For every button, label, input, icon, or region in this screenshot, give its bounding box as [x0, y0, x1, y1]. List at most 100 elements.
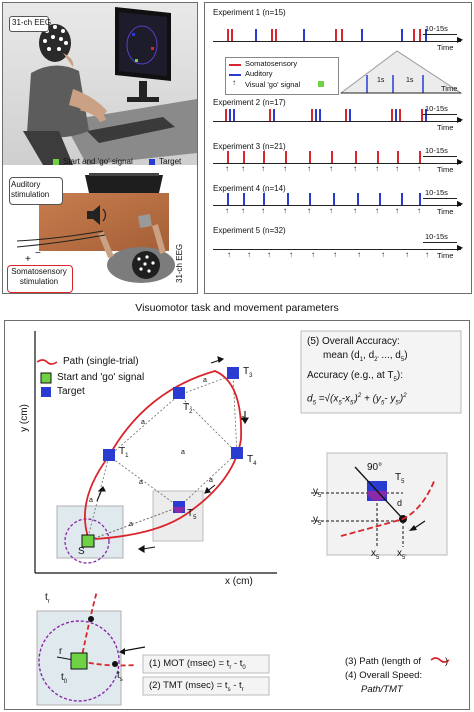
x5-prime-label: x5' — [397, 548, 407, 562]
one-second-label-2: 1s — [406, 77, 414, 84]
auditory-stimulus-mark — [315, 109, 317, 121]
eeg-callout — [9, 16, 49, 32]
target-1-label: T1 — [119, 446, 129, 460]
zoom-inset — [339, 50, 463, 94]
timeline-axis — [213, 121, 461, 122]
accuracy-mean: mean (d1, d2' ..., d5) — [323, 350, 408, 364]
somatosensory-stimulus-mark — [391, 109, 393, 121]
go-signal-arrow-icon: ↑ — [375, 164, 379, 173]
distance-label: d — [397, 498, 403, 508]
keyboard — [87, 117, 175, 143]
go-signal-arrow-icon: ↑ — [261, 206, 265, 215]
go-signal-arrow-icon: ↑ — [283, 164, 287, 173]
accuracy-formula: d5 =√(x5-x5')2 + (y5- y5')2 — [307, 393, 407, 407]
experiment-label: Experiment 3 (n=21) — [213, 142, 286, 151]
speaker-icon — [87, 205, 107, 225]
a-label-2: a — [141, 419, 145, 426]
auditory-stimulus-mark — [229, 109, 231, 121]
go-signal-arrow-icon: ↑ — [283, 206, 287, 215]
go-signal-arrow-icon: ↑ — [375, 206, 379, 215]
a-label-7: a — [181, 449, 185, 456]
target-4-label: T4 — [247, 454, 257, 468]
auditory-callout — [9, 177, 63, 205]
somatosensory-stimulus-mark — [269, 109, 271, 121]
somatosensory-stimulation-label: Somatosensory stimulation — [11, 267, 67, 286]
tr-label: tr — [45, 592, 50, 606]
inset-time-label: Time — [441, 84, 458, 93]
somatosensory-stimulus-mark — [335, 29, 337, 41]
interval-bracket — [423, 156, 457, 157]
auditory-stimulus-mark — [273, 109, 275, 121]
auditory-stimulus-mark — [243, 193, 245, 205]
somatosensory-stimulus-mark — [227, 29, 229, 41]
go-signal-arrow-icon: ↑ — [333, 250, 337, 259]
go-signal-arrow-icon: ↑ — [395, 164, 399, 173]
stimulus-legend — [225, 57, 339, 95]
somatosensory-stimulus-mark — [311, 109, 313, 121]
somatosensory-stimulus-mark — [231, 29, 233, 41]
auditory-stimulus-mark — [361, 29, 363, 41]
arrow-icon: ↑ — [232, 78, 236, 87]
auditory-stimulus-mark — [309, 193, 311, 205]
somatosensory-stimulus-mark — [263, 151, 265, 163]
accuracy-example: Accuracy (e.g., at T5): — [307, 370, 403, 384]
go-signal-arrow-icon: ↑ — [225, 206, 229, 215]
timeline-axis — [213, 163, 461, 164]
start-legend-label: Start and 'go' signal — [57, 372, 145, 383]
speed-title: (4) Overall Speed: — [345, 670, 423, 681]
setup-panel: 31-ch EEG Start and 'go' signal Target A… — [2, 2, 198, 294]
eeg-label: 31-ch EEG — [12, 18, 52, 27]
interval-label: 10-15s — [425, 24, 448, 33]
somatosensory-stimulus-mark — [419, 151, 421, 163]
x5-label: x5 — [371, 548, 380, 562]
desk-top-view — [39, 193, 169, 251]
target-legend-label: Target — [57, 386, 85, 397]
a-label-8: a — [129, 521, 133, 528]
speed-formula: Path/TMT — [361, 684, 403, 695]
go-legend-square — [318, 81, 324, 87]
somatosensory-stimulus-mark — [355, 151, 357, 163]
timeline-axis — [213, 41, 461, 42]
target-5-label: T5 — [187, 508, 197, 522]
interval-bracket — [423, 114, 457, 115]
target-3-label: T3 — [243, 366, 253, 380]
minus-sign: − — [35, 248, 41, 259]
go-signal-arrow-icon: ↑ — [353, 164, 357, 173]
somatosensory-stimulus-mark — [309, 151, 311, 163]
go-signal-arrow-icon: ↑ — [395, 206, 399, 215]
somatosensory-stimulus-mark — [397, 151, 399, 163]
auditory-stimulus-mark — [263, 193, 265, 205]
go-signal-arrow-icon: ↑ — [425, 250, 429, 259]
head — [39, 24, 71, 62]
path-length-label: (3) Path (length of) — [345, 656, 449, 667]
go-signal-arrow-icon: ↑ — [261, 164, 265, 173]
auditory-stimulus-mark — [419, 193, 421, 205]
accuracy-title: (5) Overall Accuracy: — [307, 336, 400, 347]
interval-bracket — [423, 242, 457, 243]
somatosensory-stimulus-mark — [271, 29, 273, 41]
auditory-stimulus-mark — [319, 109, 321, 121]
y-axis-label: y (cm) — [19, 404, 30, 432]
a-label-1: a — [89, 497, 93, 504]
interval-label: 10-15s — [425, 146, 448, 155]
somatosensory-stimulus-mark — [227, 151, 229, 163]
auditory-stimulus-mark — [357, 193, 359, 205]
auditory-stimulus-mark — [333, 193, 335, 205]
auditory-stimulus-mark — [227, 193, 229, 205]
somatosensory-legend-line — [229, 64, 241, 66]
timeline-axis — [213, 249, 461, 250]
go-signal-arrow-icon: ↑ — [311, 250, 315, 259]
auditory-stimulus-mark — [395, 109, 397, 121]
setup-illustration — [3, 3, 197, 293]
somatosensory-stimulus-mark — [225, 109, 227, 121]
target-label: Target — [159, 157, 182, 166]
go-signal-label: Start and 'go' signal — [63, 157, 133, 166]
somatosensory-stimulus-mark — [413, 29, 415, 41]
a-label-3: a — [203, 377, 207, 384]
interval-label: 10-15s — [425, 104, 448, 113]
somatosensory-callout — [7, 265, 73, 293]
go-signal-arrow-icon: ↑ — [267, 250, 271, 259]
go-signal-arrow-icon: ↑ — [227, 250, 231, 259]
go-signal-arrow-icon: ↑ — [417, 164, 421, 173]
